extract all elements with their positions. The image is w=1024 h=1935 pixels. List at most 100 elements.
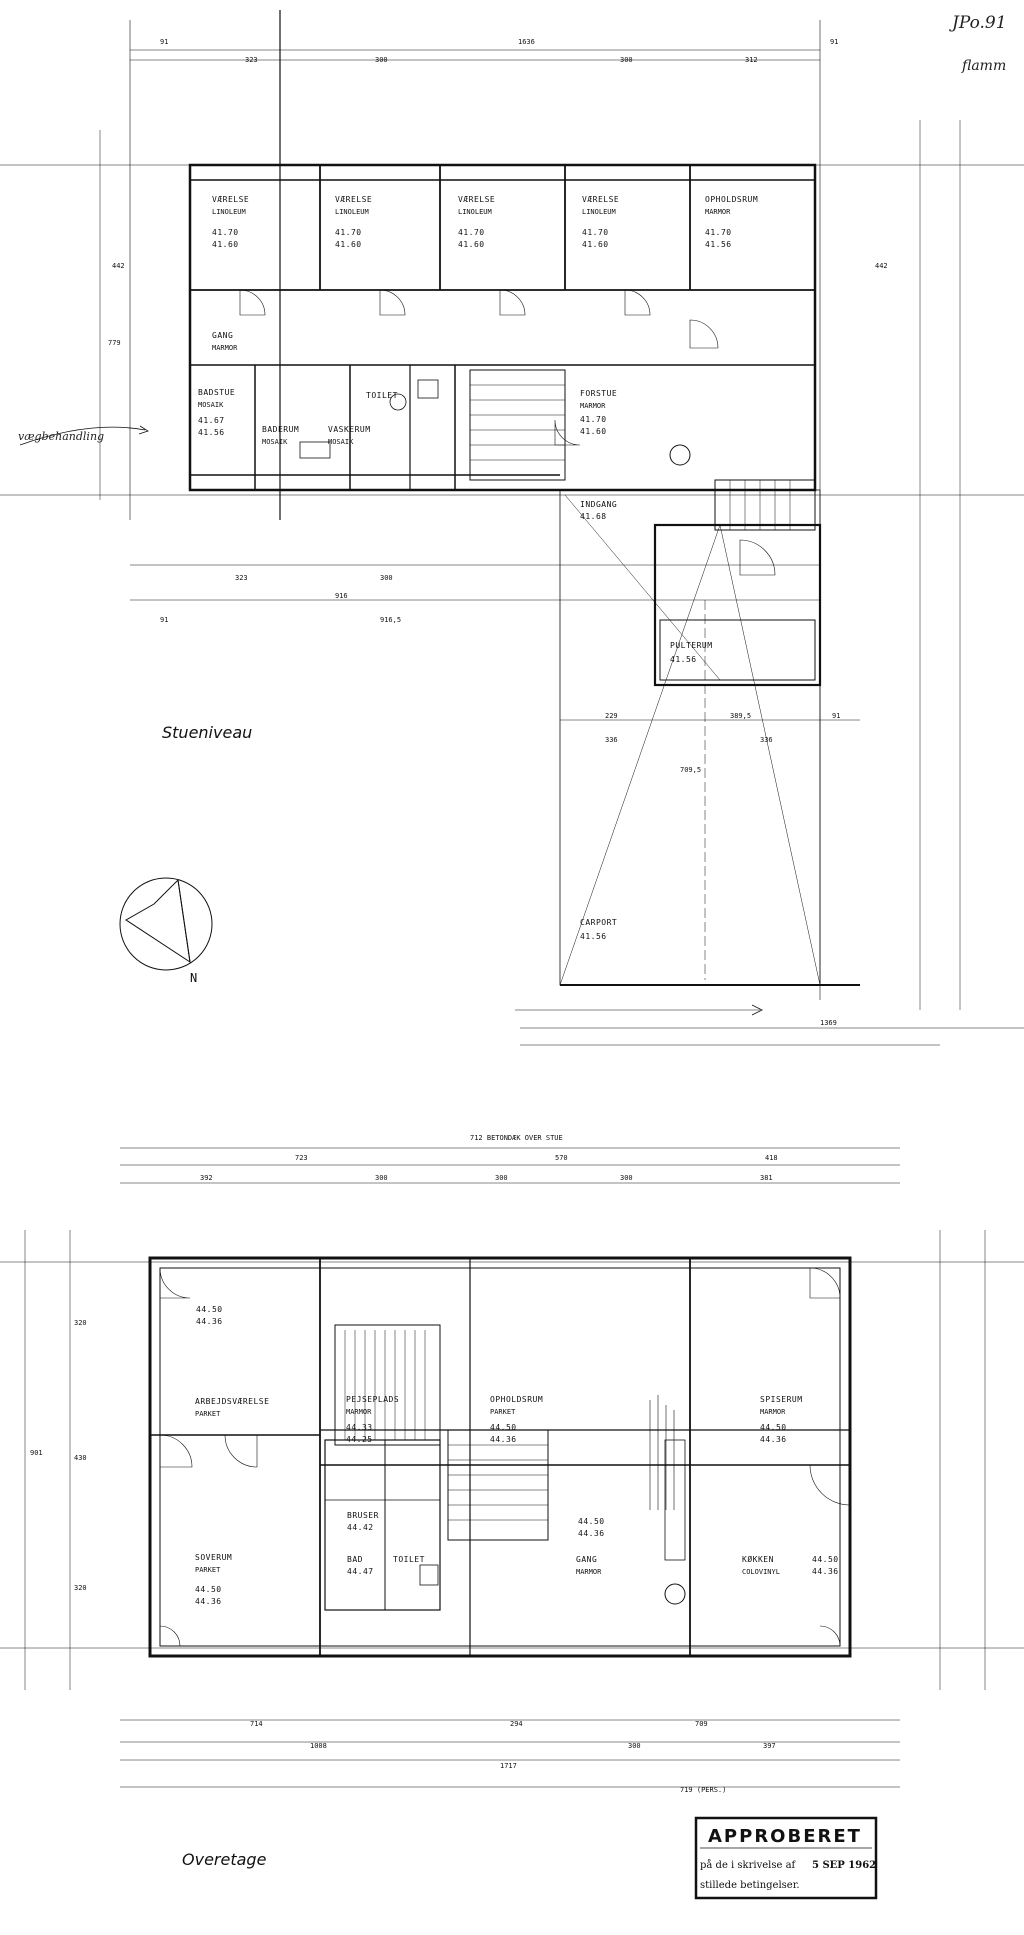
room-name: KØKKEN [742,1554,774,1564]
handwritten-reference: JPo.91 [949,13,1007,33]
room-level: 44.50 [760,1423,787,1432]
room-floor: MARMOR [760,1408,786,1416]
room-name: CARPORT [580,918,617,927]
dim-label: 916,5 [380,616,401,624]
dim-label: 300 [375,1174,388,1182]
room-level: 41.70 [212,228,239,237]
room-level: 44.50 [812,1555,839,1564]
upper-floor-plan [0,1147,1024,1788]
dim-label: 442 [112,262,125,270]
room-floor: PARKET [195,1410,221,1418]
dim-label: 300 [375,56,388,64]
room-floor: LINOLEUM [458,208,492,216]
room-floor: PARKET [490,1408,516,1416]
room-floor: LINOLEUM [335,208,369,216]
room-floor: LINOLEUM [212,208,246,216]
handwritten-subreference: flamm [961,58,1006,74]
dim-label: 323 [245,56,258,64]
dim-label: 723 [295,1154,308,1162]
dim-label: 91 [160,38,168,46]
dim-label: 300 [628,1742,641,1750]
room-name: FORSTUE [580,389,617,398]
room-name: VÆRELSE [582,195,619,204]
dim-label: 1369 [820,1019,837,1027]
compass-rose: N [119,877,213,985]
room-name: SPISERUM [760,1395,803,1404]
dim-label: 901 [30,1449,43,1457]
room-level: 44.36 [196,1317,223,1326]
room-level: 41.56 [670,655,697,664]
dim-label: 570 [555,1154,568,1162]
dim-label: 91 [832,712,840,720]
dim-label: 709,5 [680,766,701,774]
room-floor: MARMOR [705,208,731,216]
room-name: BAD [347,1555,363,1564]
handwritten-annotation: vægbehandling [18,430,104,443]
dim-label: 320 [74,1584,87,1592]
room-level: 41.56 [580,932,607,941]
room-name: VÆRELSE [335,195,372,204]
room-floor: MARMOR [576,1568,602,1576]
dim-label: 300 [380,574,393,582]
room-name: BRUSER [347,1511,379,1520]
room-name: PEJSEPLADS [346,1395,399,1404]
dimension-labels: 91 1636 91 323 300 300 312 323 300 916 9… [30,38,888,1794]
dim-label: 714 [250,1720,263,1728]
room-name: BADSTUE [198,388,235,397]
room-name: ARBEJDSVÆRELSE [195,1397,269,1406]
room-floor: MARMOR [212,344,238,352]
room-level: 44.50 [490,1423,517,1432]
room-floor: COLOVINYL [742,1568,780,1576]
dim-label: 442 [875,262,888,270]
dim-label: 397 [763,1742,776,1750]
room-level: 44.50 [196,1305,223,1314]
room-level: 41.70 [705,228,732,237]
ground-floor-plan [0,10,1024,1046]
room-level: 41.56 [705,240,732,249]
room-floor: MARMOR [580,402,606,410]
upper-floor-room-labels: 44.50 44.36 ARBEJDSVÆRELSE PARKET PEJSEP… [195,1305,839,1606]
stamp-line-2: stillede betingelser. [700,1880,800,1891]
room-name: TOILET [393,1555,425,1564]
room-level: 41.60 [335,240,362,249]
room-name: TOILET [366,391,398,400]
room-level: 44.42 [347,1523,374,1532]
room-name: INDGANG [580,500,617,509]
room-level: 41.67 [198,416,225,425]
room-level: 41.56 [198,428,225,437]
room-level: 44.36 [760,1435,787,1444]
room-level: 41.70 [580,415,607,424]
room-name: VÆRELSE [458,195,495,204]
dim-label: 1636 [518,38,535,46]
room-name: VÆRELSE [212,195,249,204]
dim-label: 389,5 [730,712,751,720]
dim-label: 418 [765,1154,778,1162]
stamp-heading: APPROBERET [708,1826,862,1847]
room-level: 44.50 [578,1517,605,1526]
dim-label: 709 [695,1720,708,1728]
room-level: 41.68 [580,512,607,521]
dim-label: 712 BETONDÆK OVER STUE [470,1134,563,1142]
room-level: 41.60 [458,240,485,249]
room-level: 41.70 [458,228,485,237]
room-name: OPHOLDSRUM [705,195,758,204]
room-level: 44.36 [490,1435,517,1444]
dim-label: 392 [200,1174,213,1182]
room-name: BADERUM [262,425,299,434]
dim-label: 312 [745,56,758,64]
dim-label: 91 [160,616,168,624]
room-level: 44.25 [346,1435,373,1444]
stamp-date: 5 SEP 1962 [812,1860,876,1871]
room-name: GANG [576,1555,597,1564]
dim-label: 430 [74,1454,87,1462]
ground-floor-room-labels: VÆRELSE LINOLEUM 41.70 41.60 VÆRELSE LIN… [198,195,758,941]
dim-label: 91 [830,38,838,46]
dim-label: 300 [620,56,633,64]
dim-label: 300 [620,1174,633,1182]
dim-label: 916 [335,592,348,600]
dim-label: 300 [495,1174,508,1182]
room-floor: MARMOR [346,1408,372,1416]
room-level: 41.70 [335,228,362,237]
dim-label: 381 [760,1174,773,1182]
